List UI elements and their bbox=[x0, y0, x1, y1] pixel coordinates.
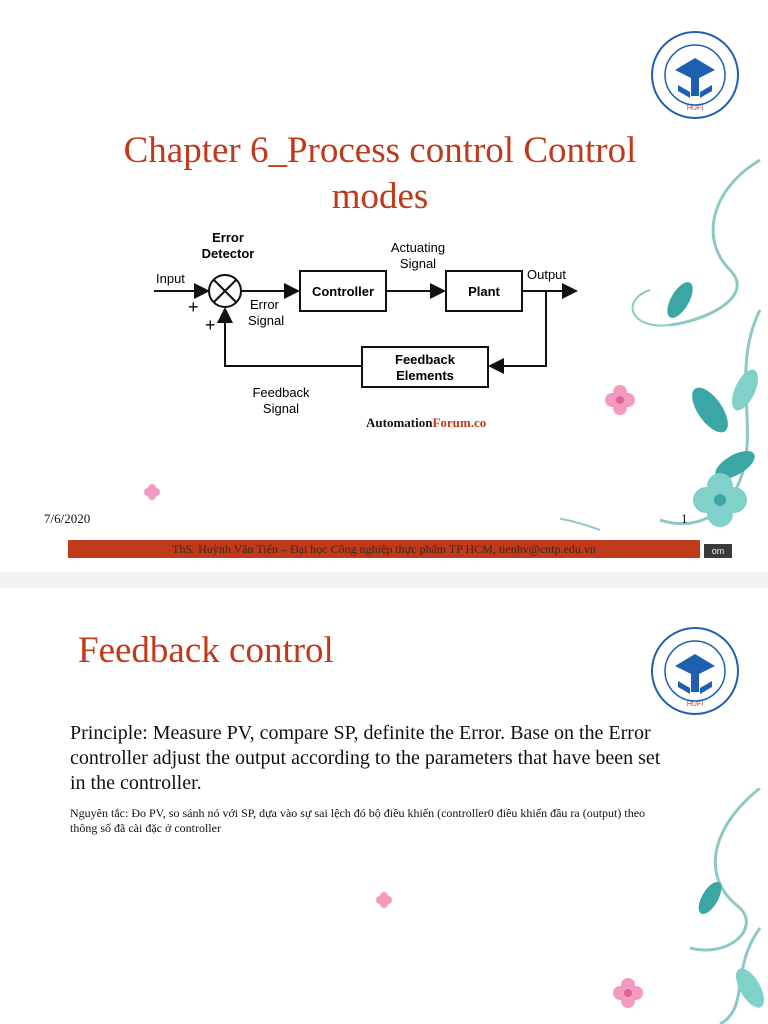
footer-tab: om bbox=[704, 544, 732, 558]
error-detector-label: Error bbox=[212, 230, 244, 245]
actuating-signal-label: Actuating bbox=[391, 240, 445, 255]
floral-vine-decoration bbox=[613, 788, 764, 1024]
feedback-signal-label: Signal bbox=[263, 401, 299, 416]
page-number: 1 bbox=[681, 511, 688, 526]
plus-sign: + bbox=[205, 315, 216, 335]
hufi-logo: HUFI bbox=[651, 31, 739, 119]
logo-text: HUFI bbox=[687, 701, 703, 708]
slide-2: HUFI Feedback control Principle: Measure… bbox=[0, 588, 768, 1024]
feedback-signal-label: Feedback bbox=[252, 385, 310, 400]
floral-vine-decoration bbox=[560, 158, 762, 531]
footer-bar: ThS. Huỳnh Văn Tiến – Đại học Công nghiệ… bbox=[68, 540, 700, 558]
feedback-elements-block bbox=[361, 346, 489, 388]
input-label: Input bbox=[156, 271, 185, 286]
small-flower-icon bbox=[144, 484, 160, 500]
controller-block bbox=[299, 270, 387, 312]
actuating-signal-label: Signal bbox=[400, 256, 436, 271]
feedback-elements-label: Elements bbox=[396, 368, 454, 383]
plant-block bbox=[445, 270, 523, 312]
small-flower-icon bbox=[376, 892, 392, 908]
principle-text-en: Principle: Measure PV, compare SP, defin… bbox=[70, 722, 661, 794]
plant-label: Plant bbox=[468, 284, 500, 299]
slide-date: 7/6/2020 bbox=[44, 511, 91, 526]
slide-1: HUFI Chapter 6_Process control Control m… bbox=[44, 31, 762, 558]
error-signal-label: Signal bbox=[248, 313, 284, 328]
output-label: Output bbox=[527, 267, 566, 282]
feedback-elements-label: Feedback bbox=[395, 352, 456, 367]
block-diagram: Error Detector Input + + Error Signal Co… bbox=[154, 230, 578, 416]
logo-text: HUFI bbox=[687, 105, 703, 112]
slide-title: Chapter 6_Process control Control modes bbox=[123, 130, 637, 217]
flower-icon bbox=[613, 978, 643, 1008]
controller-label: Controller bbox=[312, 284, 374, 299]
source-watermark: AutomationForum.co bbox=[366, 415, 487, 430]
slide-title: Feedback control bbox=[78, 630, 334, 671]
principle-text-vi: Nguyên tắc: Đo PV, so sánh nó với SP, dự… bbox=[70, 806, 646, 835]
plus-sign: + bbox=[188, 297, 199, 317]
error-detector-label: Detector bbox=[202, 246, 255, 261]
hufi-logo: HUFI bbox=[651, 627, 739, 715]
slide-divider bbox=[0, 572, 768, 588]
error-signal-label: Error bbox=[250, 297, 280, 312]
flower-icon bbox=[605, 385, 635, 415]
